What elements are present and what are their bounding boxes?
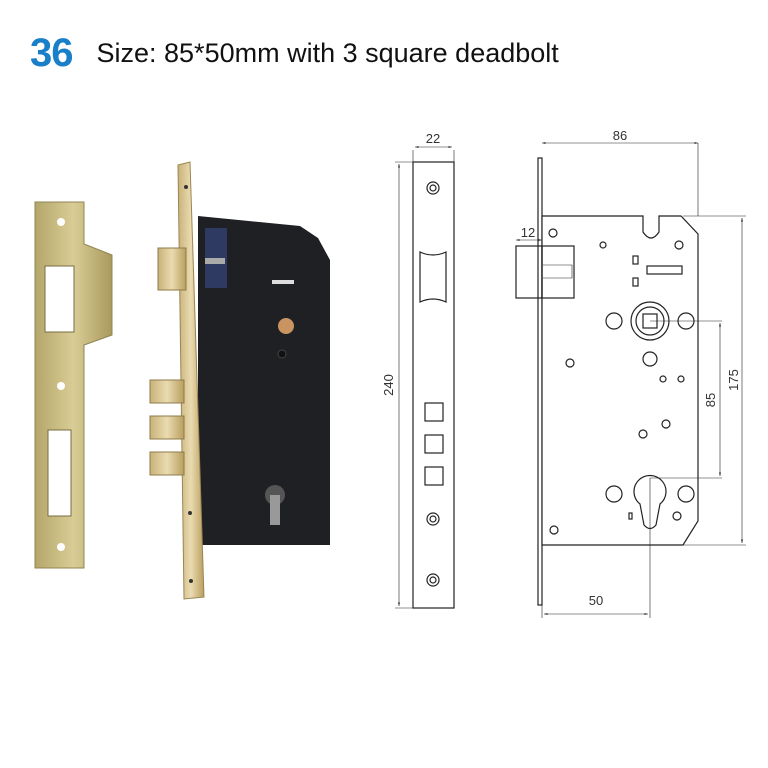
lock-body-drawing	[515, 141, 746, 618]
backset-label: 50	[589, 593, 603, 608]
body-width-label: 86	[613, 128, 627, 143]
case-height-label: 175	[726, 369, 741, 391]
faceplate-width-label: 22	[426, 131, 440, 146]
strike-plate-photo	[34, 201, 113, 569]
faceplate-drawing	[395, 145, 455, 609]
center-distance-label: 85	[703, 393, 718, 407]
product-header: 36 Size: 85*50mm with 3 square deadbolt	[30, 28, 559, 78]
model-number: 36	[30, 30, 73, 75]
product-spec: Size: 85*50mm with 3 square deadbolt	[96, 37, 559, 68]
latch-projection-label: 12	[521, 225, 535, 240]
faceplate-height-label: 240	[381, 374, 396, 396]
lock-body-photo	[149, 161, 330, 600]
